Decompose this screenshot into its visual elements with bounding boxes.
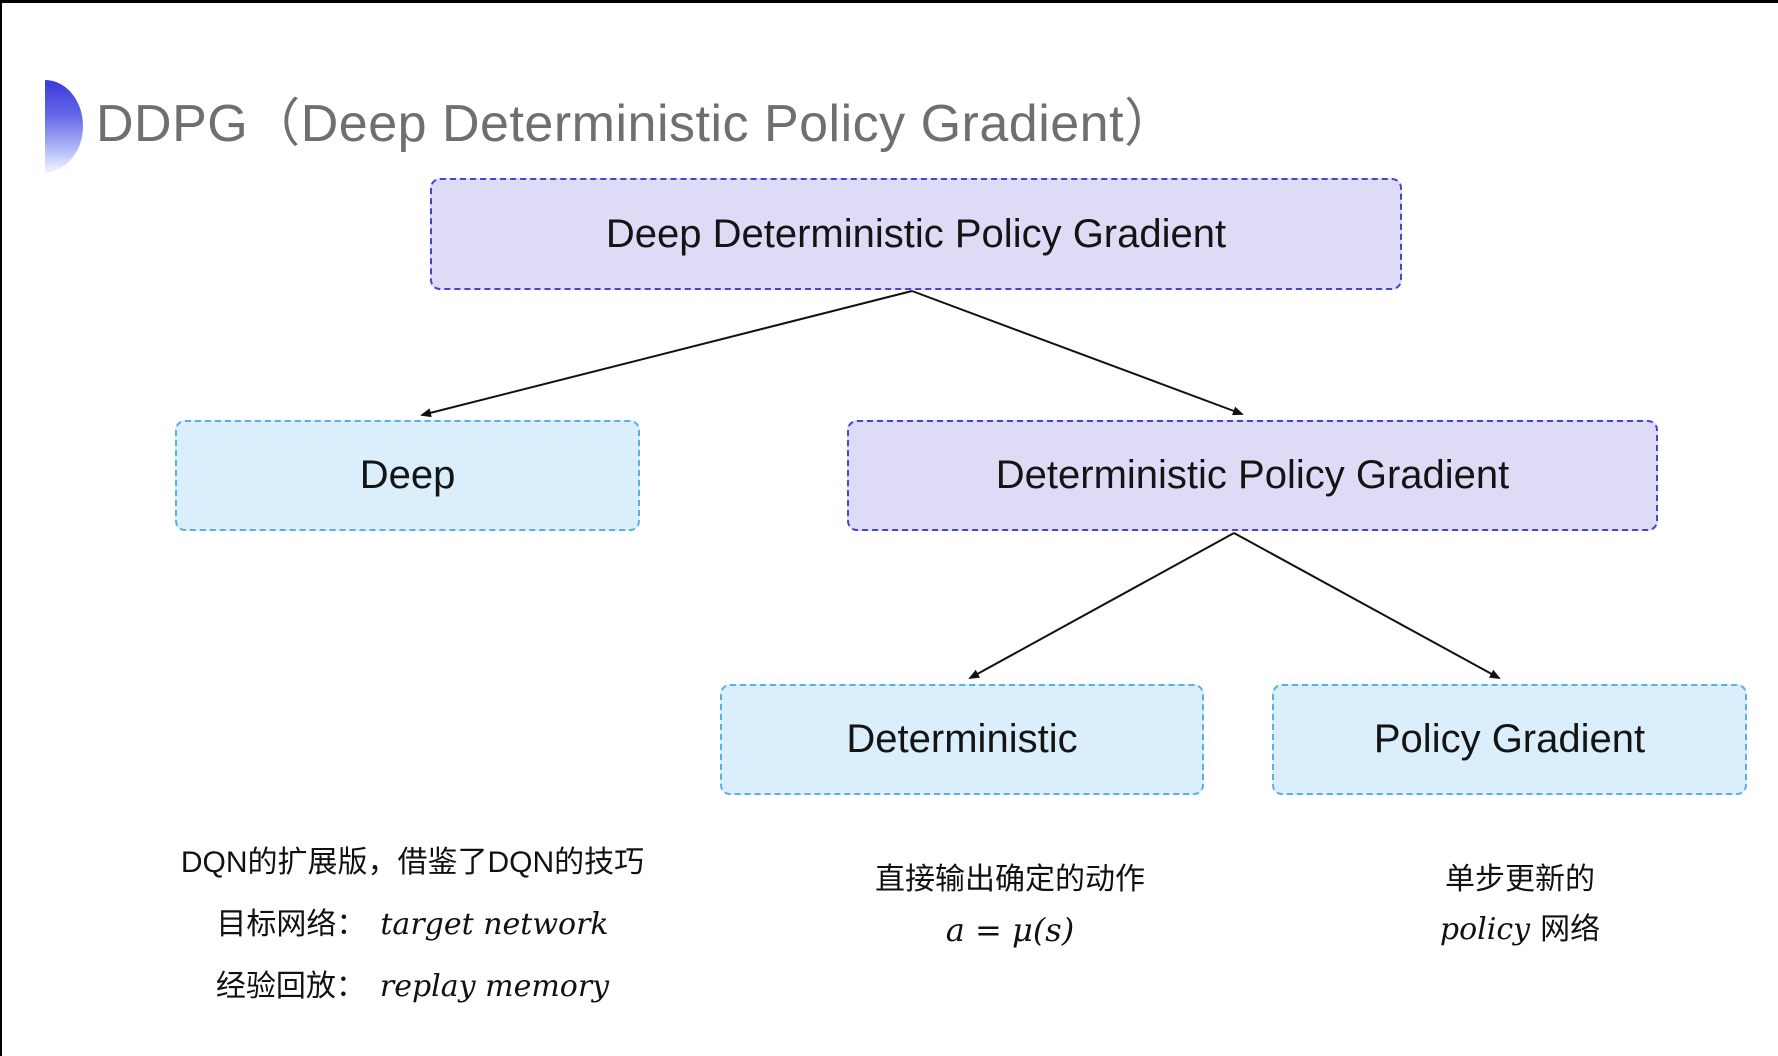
- node-policy-gradient: Policy Gradient: [1272, 684, 1747, 795]
- policy-term: policy: [1439, 912, 1531, 947]
- note-deterministic-line1: 直接输出确定的动作: [875, 863, 1145, 896]
- replay-memory-label: 经验回放：: [215, 970, 366, 1003]
- arrow-dpg-to-policy-gradient: [1233, 532, 1501, 679]
- note-deep-line1: DQN的扩展版，借鉴了DQN的技巧: [180, 846, 645, 879]
- replay-memory-term: replay memory: [379, 969, 610, 1004]
- arrow-root-to-deep: [420, 290, 913, 418]
- note-policy-gradient: 单步更新的 policy 网络: [1360, 855, 1680, 955]
- node-deterministic-policy-gradient: Deterministic Policy Gradient: [847, 420, 1658, 531]
- node-deterministic: Deterministic: [720, 684, 1204, 795]
- note-deep-target-network: 目标网络： target network: [120, 894, 705, 956]
- arrow-root-to-dpg: [911, 290, 1244, 416]
- node-deep-deterministic-policy-gradient: Deep Deterministic Policy Gradient: [430, 178, 1402, 290]
- node-label: Deterministic Policy Gradient: [995, 453, 1510, 497]
- note-deep-replay-memory: 经验回放： replay memory: [120, 956, 705, 1018]
- note-policy-gradient-line2: policy 网络: [1360, 905, 1680, 955]
- note-policy-gradient-line1: 单步更新的: [1445, 863, 1595, 896]
- title-accent-half-circle-icon: [45, 80, 83, 172]
- policy-suffix: 网络: [1540, 913, 1601, 946]
- note-deep: DQN的扩展版，借鉴了DQN的技巧 目标网络： target network 经验…: [120, 832, 705, 1018]
- target-network-term: target network: [380, 907, 609, 942]
- node-label: Deep: [359, 453, 456, 497]
- arrow-dpg-to-deterministic: [968, 532, 1235, 679]
- note-deterministic-formula: a = μ(s): [945, 911, 1075, 949]
- page-title: DDPG（Deep Deterministic Policy Gradient）: [96, 95, 1177, 153]
- node-label: Deep Deterministic Policy Gradient: [605, 211, 1227, 256]
- node-deep: Deep: [175, 420, 640, 531]
- node-label: Deterministic: [846, 717, 1078, 761]
- node-label: Policy Gradient: [1373, 717, 1646, 761]
- note-deterministic: 直接输出确定的动作 a = μ(s): [850, 855, 1170, 955]
- target-network-label: 目标网络：: [216, 908, 367, 941]
